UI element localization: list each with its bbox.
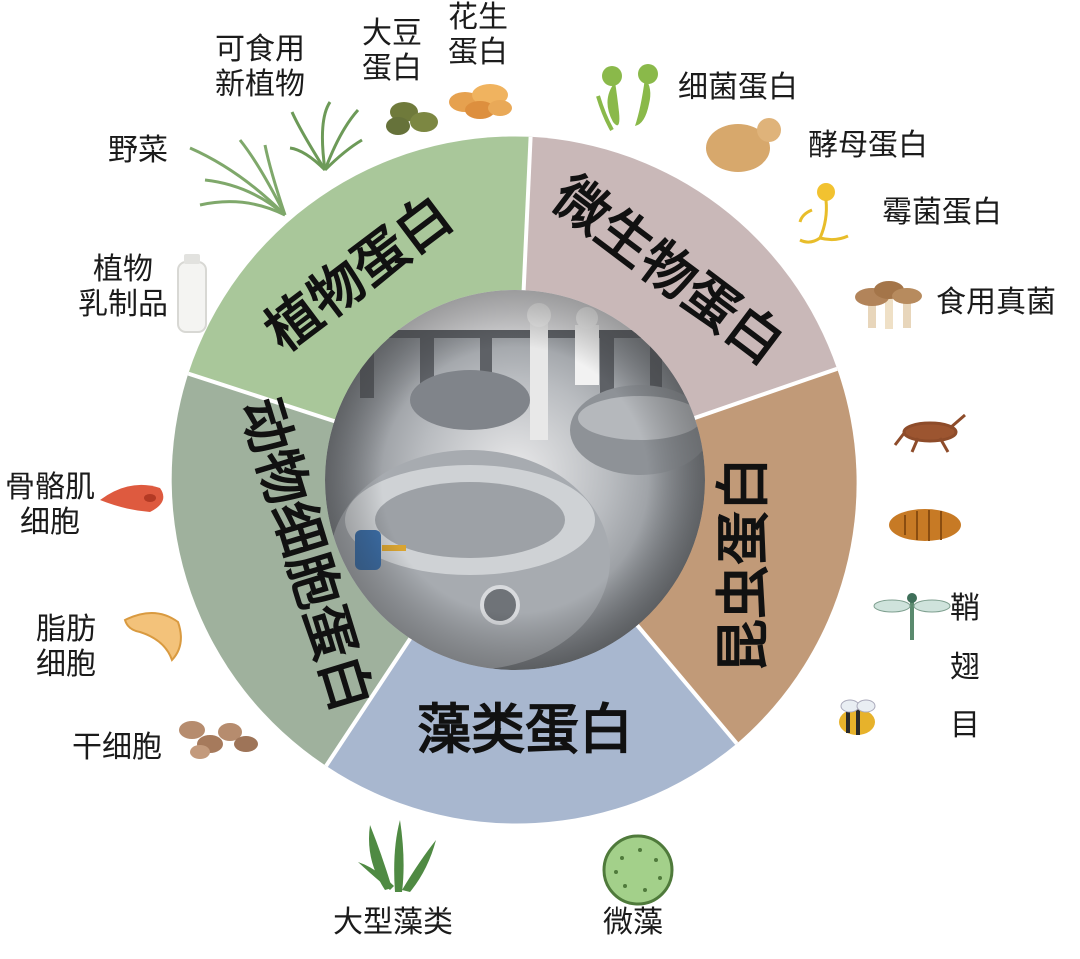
label-insect-order: 鞘 翅 目: [950, 580, 980, 756]
microalgae-icon: [604, 836, 672, 904]
dragonfly-icon: [874, 593, 950, 640]
label-fat-cells: 脂肪 细胞: [36, 612, 96, 683]
label-wild-vegetables: 野菜: [108, 133, 168, 168]
new-plant-icon: [290, 102, 362, 170]
label-mold-protein: 霉菌蛋白: [882, 195, 1002, 230]
label-edible-fungi: 食用真菌: [936, 285, 1056, 320]
label-microalgae: 微藻: [603, 905, 663, 940]
segment-label-algae: 藻类蛋白: [417, 698, 633, 761]
cricket-icon: [895, 415, 965, 452]
label-bacterial-protein: 细菌蛋白: [678, 70, 798, 105]
beetle-larva-icon: [889, 509, 961, 541]
bee-icon: [839, 700, 875, 735]
label-yeast-protein: 酵母蛋白: [808, 128, 928, 163]
bacteria-icon: [598, 64, 658, 130]
milk-bottle-icon: [178, 254, 206, 332]
label-peanut-protein: 花生 蛋白: [448, 0, 508, 71]
label-skeletal-muscle-cells: 骨骼肌 细胞: [5, 470, 95, 541]
label-stem-cells: 干细胞: [72, 730, 162, 765]
wild-vegetable-icon: [190, 140, 285, 215]
soybean-icon: [386, 102, 438, 135]
macroalgae-icon: [358, 820, 436, 892]
peanut-icon: [449, 84, 512, 119]
mold-icon: [800, 183, 848, 242]
segment-label-insect: 昆虫蛋白: [712, 457, 775, 673]
stem-cell-icon: [179, 721, 258, 759]
label-soy-protein: 大豆 蛋白: [362, 16, 422, 87]
mushroom-icon: [855, 281, 922, 329]
label-plant-dairy: 植物 乳制品: [78, 252, 168, 323]
muscle-cell-icon: [100, 485, 163, 512]
yeast-icon: [706, 118, 781, 172]
fat-cell-icon: [125, 613, 181, 660]
label-macroalgae: 大型藻类: [333, 905, 453, 940]
label-edible-new-plants: 可食用 新植物: [215, 32, 305, 103]
